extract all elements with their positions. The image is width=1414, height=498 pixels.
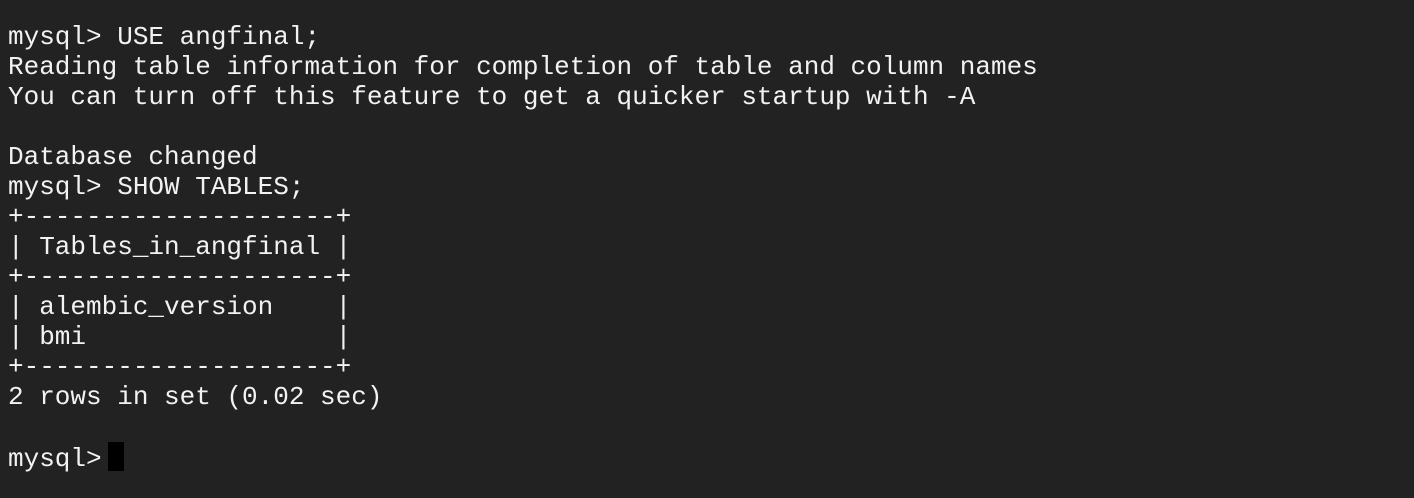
terminal-line-show-tables-command: mysql> SHOW TABLES; [8,172,305,202]
terminal-line-database-changed: Database changed [8,142,258,172]
table-header-row: | Tables_in_angfinal | [8,232,352,262]
terminal-line-blank [8,412,1414,442]
table-row: | bmi | [8,322,352,352]
terminal-prompt-line[interactable]: mysql> [8,442,1414,472]
table-row: | alembic_version | [8,292,352,322]
table-border-top: +--------------------+ [8,202,352,232]
terminal-line-row-count: 2 rows in set (0.02 sec) [8,382,383,412]
terminal-line-startup-hint: You can turn off this feature to get a q… [8,82,976,112]
table-border-bottom: +--------------------+ [8,352,352,382]
prompt-label: mysql> [8,444,102,472]
terminal-line-use-command: mysql> USE angfinal; [8,22,321,52]
terminal-line-reading-info: Reading table information for completion… [8,52,1038,82]
cursor-block [107,442,124,471]
terminal-line-blank [8,112,1414,142]
table-header-separator: +--------------------+ [8,262,352,292]
